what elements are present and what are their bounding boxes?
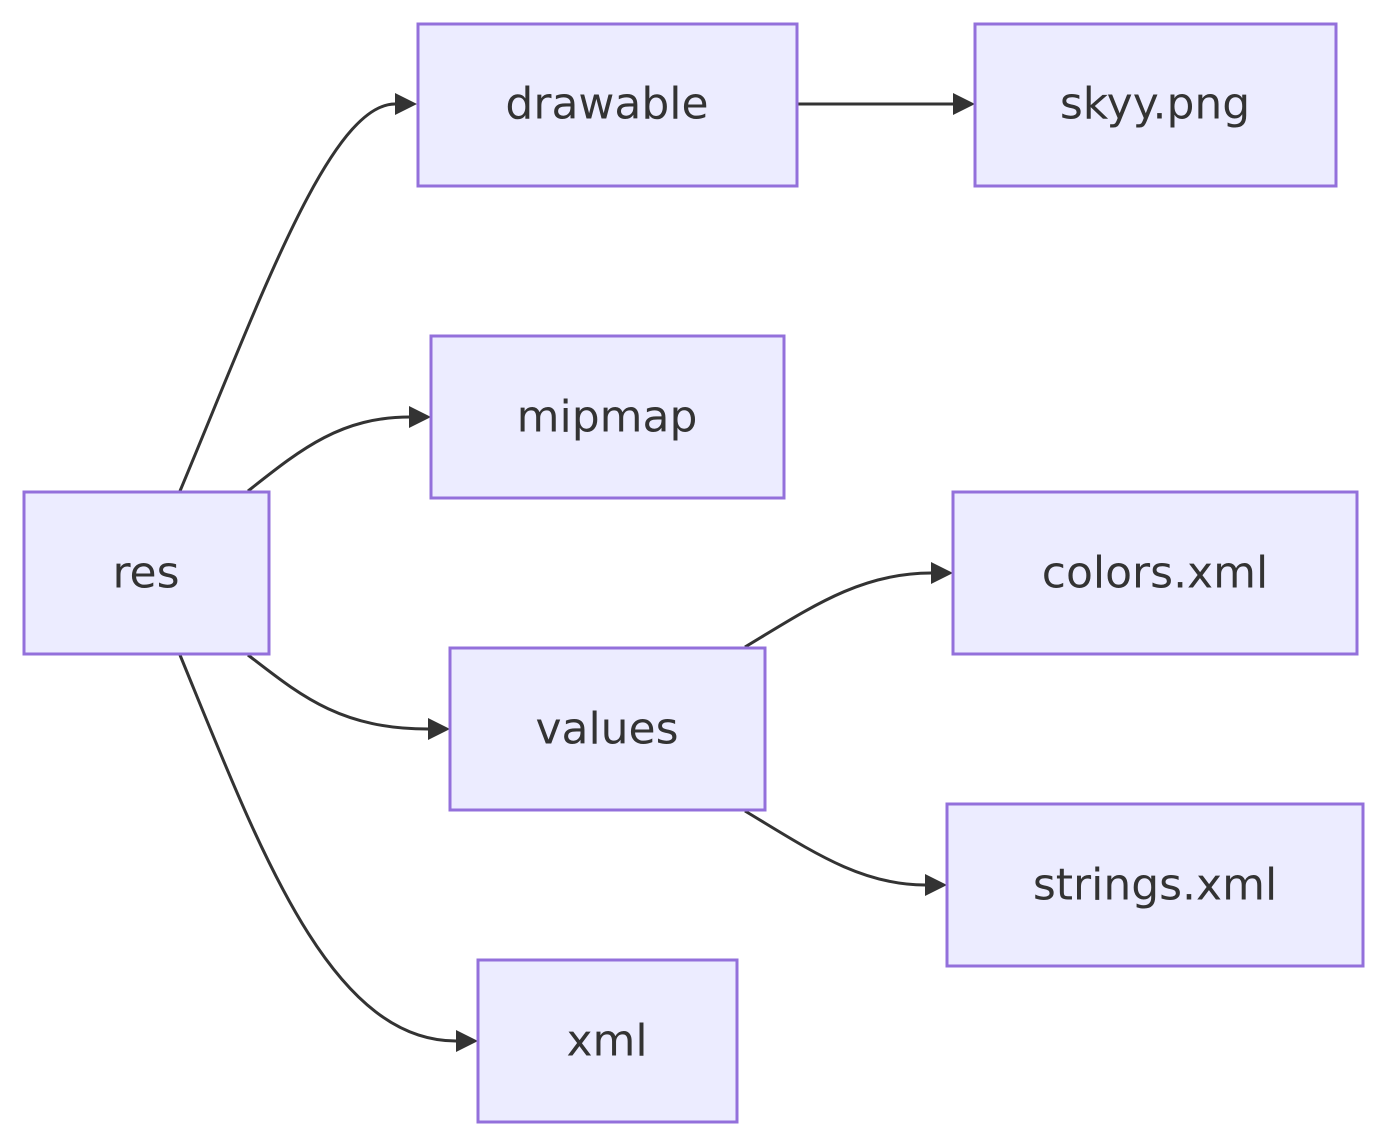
arrowhead-res-mipmap xyxy=(409,406,431,428)
node-label-res: res xyxy=(112,548,179,599)
node-mipmap[interactable]: mipmap xyxy=(429,334,786,500)
node-label-colors-xml: colors.xml xyxy=(1042,548,1268,599)
node-colors-xml[interactable]: colors.xml xyxy=(951,490,1359,656)
node-label-strings-xml: strings.xml xyxy=(1033,860,1277,911)
node-values[interactable]: values xyxy=(448,646,767,812)
arrowhead-values-colors xyxy=(931,562,953,584)
edge-res-mipmap xyxy=(247,415,411,493)
edge-values-colors xyxy=(744,571,932,649)
node-label-xml: xml xyxy=(566,1016,647,1067)
node-skyy-png[interactable]: skyy.png xyxy=(973,22,1338,188)
arrowhead-drawable-skyy xyxy=(953,93,975,115)
arrowhead-res-values xyxy=(428,718,450,740)
node-res[interactable]: res xyxy=(22,490,271,656)
node-label-skyy-png: skyy.png xyxy=(1060,79,1250,130)
arrowhead-values-strings xyxy=(925,874,947,896)
edges xyxy=(178,93,975,1052)
node-label-values: values xyxy=(535,704,678,755)
arrowhead-res-drawable xyxy=(395,93,417,115)
edge-res-xml xyxy=(178,654,457,1043)
node-label-mipmap: mipmap xyxy=(517,392,698,443)
node-xml[interactable]: xml xyxy=(476,958,739,1124)
node-label-drawable: drawable xyxy=(505,79,708,130)
edge-res-values xyxy=(247,653,429,731)
edge-res-drawable xyxy=(178,102,396,492)
arrowhead-res-xml xyxy=(456,1030,478,1052)
node-strings-xml[interactable]: strings.xml xyxy=(945,802,1365,968)
edge-values-strings xyxy=(744,809,926,887)
node-drawable[interactable]: drawable xyxy=(416,22,799,188)
